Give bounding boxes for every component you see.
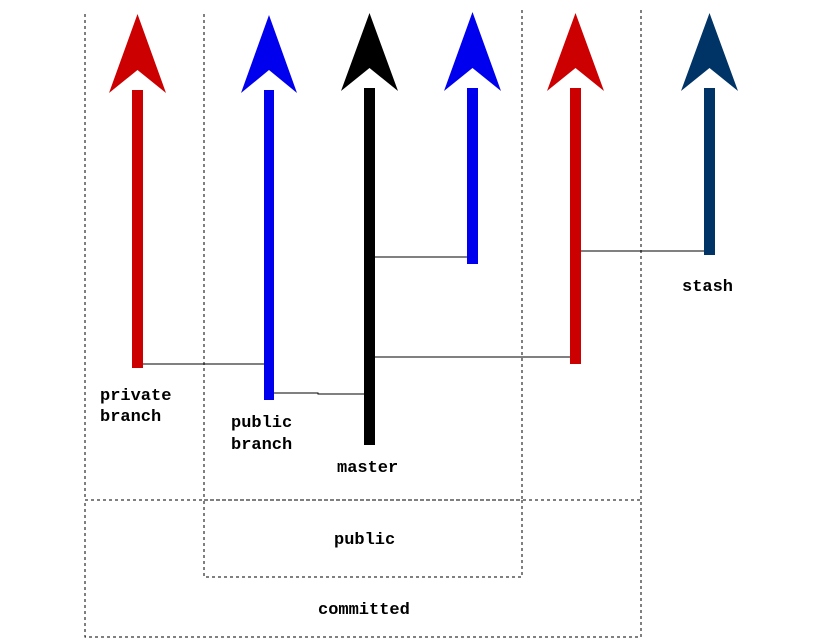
private-branch-label-line1: private xyxy=(100,387,171,406)
public-branch-shaft xyxy=(264,90,274,400)
private-branch-label-line2: branch xyxy=(100,408,161,427)
stash-shaft xyxy=(704,88,715,255)
branch-connectors xyxy=(143,250,704,395)
public-branch-arrowhead xyxy=(241,15,297,93)
public-branch-label-line2: branch xyxy=(231,436,292,455)
connector-public-to-master xyxy=(274,392,364,395)
master-shaft xyxy=(364,88,375,445)
public-branch-label-line1: public xyxy=(231,414,292,433)
public-branch-2-arrow xyxy=(444,12,501,264)
stash-label: stash xyxy=(682,278,733,297)
private-branch-shaft xyxy=(132,90,143,368)
private-branch-2-arrow xyxy=(547,13,604,364)
public-branch-arrow xyxy=(241,15,297,400)
private-branch-2-arrowhead xyxy=(547,13,604,91)
private-branch-arrow xyxy=(109,14,166,368)
master-arrowhead xyxy=(341,13,398,91)
region-boundaries xyxy=(84,10,642,638)
public-region xyxy=(203,499,523,578)
committed-region-label: committed xyxy=(318,601,410,620)
private-branch-2-shaft xyxy=(570,88,581,364)
stash-arrow xyxy=(681,13,738,255)
public-branch-2-shaft xyxy=(467,88,478,264)
labels: private branch public branch master stas… xyxy=(100,278,733,620)
public-region-label: public xyxy=(334,531,395,550)
public-branch-2-arrowhead xyxy=(444,12,501,91)
master-label: master xyxy=(337,459,398,478)
master-arrow xyxy=(341,13,398,445)
private-branch-arrowhead xyxy=(109,14,166,93)
stash-arrowhead xyxy=(681,13,738,91)
